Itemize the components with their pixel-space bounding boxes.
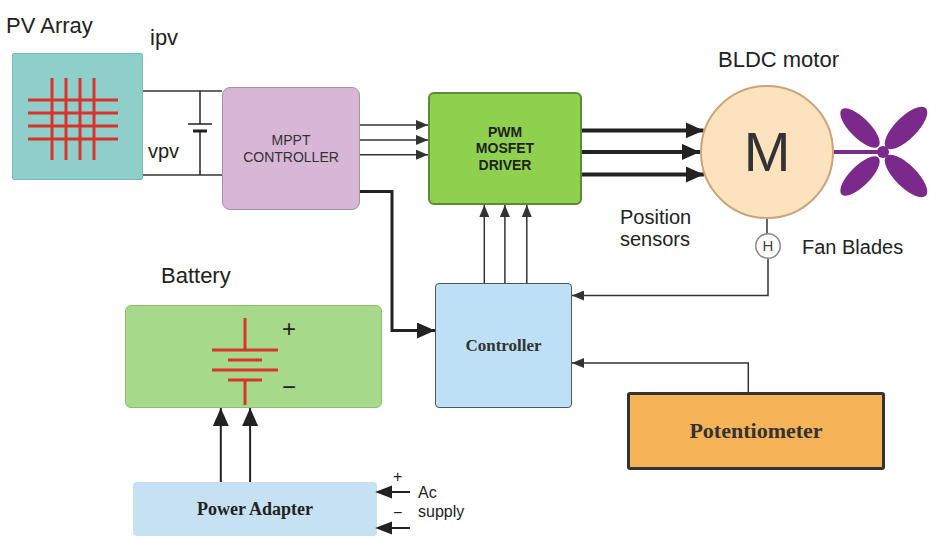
voltage-label: vpv [148, 140, 179, 162]
connector-arrow [766, 219, 768, 233]
supply-sign: − [393, 504, 402, 522]
node-label: Controller [465, 336, 541, 356]
connector-arrow [572, 363, 748, 392]
pv-grid [28, 78, 118, 160]
connector-arrow [360, 124, 428, 126]
connector-arrow [526, 205, 528, 283]
sensor-label: Position sensors [620, 206, 750, 250]
node-label: MPPT CONTROLLER [231, 132, 351, 164]
mppt-controller-box: MPPT CONTROLLER [222, 87, 360, 210]
ac-supply-arrows [378, 487, 410, 533]
connector-arrow [572, 259, 768, 296]
pwm-driver-box: PWM MOSFET DRIVER [428, 92, 582, 205]
supply-sign: + [393, 468, 402, 486]
node-label: Power Adapter [197, 499, 313, 520]
terminal-sign: − [282, 374, 296, 400]
node-heading: Battery [161, 263, 231, 289]
connector-arrow [582, 128, 704, 132]
terminal-sign: + [282, 316, 296, 342]
supply-label: supply [418, 503, 464, 521]
bldc-motor-circle: BLDC motorM [700, 85, 834, 219]
supply-label: Ac [418, 484, 437, 502]
connector-arrow [220, 408, 222, 482]
connector-arrow [143, 90, 222, 92]
connector-arrow [360, 154, 428, 156]
battery-box: Battery [125, 305, 382, 408]
connector-arrow [504, 205, 506, 283]
node-label: Potentiometer [689, 418, 822, 443]
battery-symbol [212, 318, 278, 405]
connector-arrow [143, 174, 222, 176]
node-label: H [763, 237, 774, 254]
node-heading: BLDC motor [718, 47, 839, 73]
node-label: M [744, 120, 791, 184]
hall-sensor-circle: H [755, 233, 781, 259]
current-label: ipv [150, 26, 178, 50]
pv-array-box: PV Array [12, 53, 143, 180]
power-adapter-box: Power Adapter [133, 482, 377, 536]
capacitor-symbol [188, 91, 212, 175]
fan-blades [834, 100, 934, 203]
connector-arrow [484, 205, 486, 283]
fan-label: Fan Blades [802, 236, 903, 258]
connector-arrow [360, 139, 428, 141]
connector-arrow [582, 150, 700, 154]
connector-arrow [249, 408, 251, 482]
connector-arrow [582, 173, 704, 177]
node-heading: PV Array [6, 13, 93, 39]
potentiometer-box: Potentiometer [627, 392, 885, 470]
controller-box: Controller [435, 283, 572, 408]
node-label: PWM MOSFET DRIVER [465, 124, 545, 172]
